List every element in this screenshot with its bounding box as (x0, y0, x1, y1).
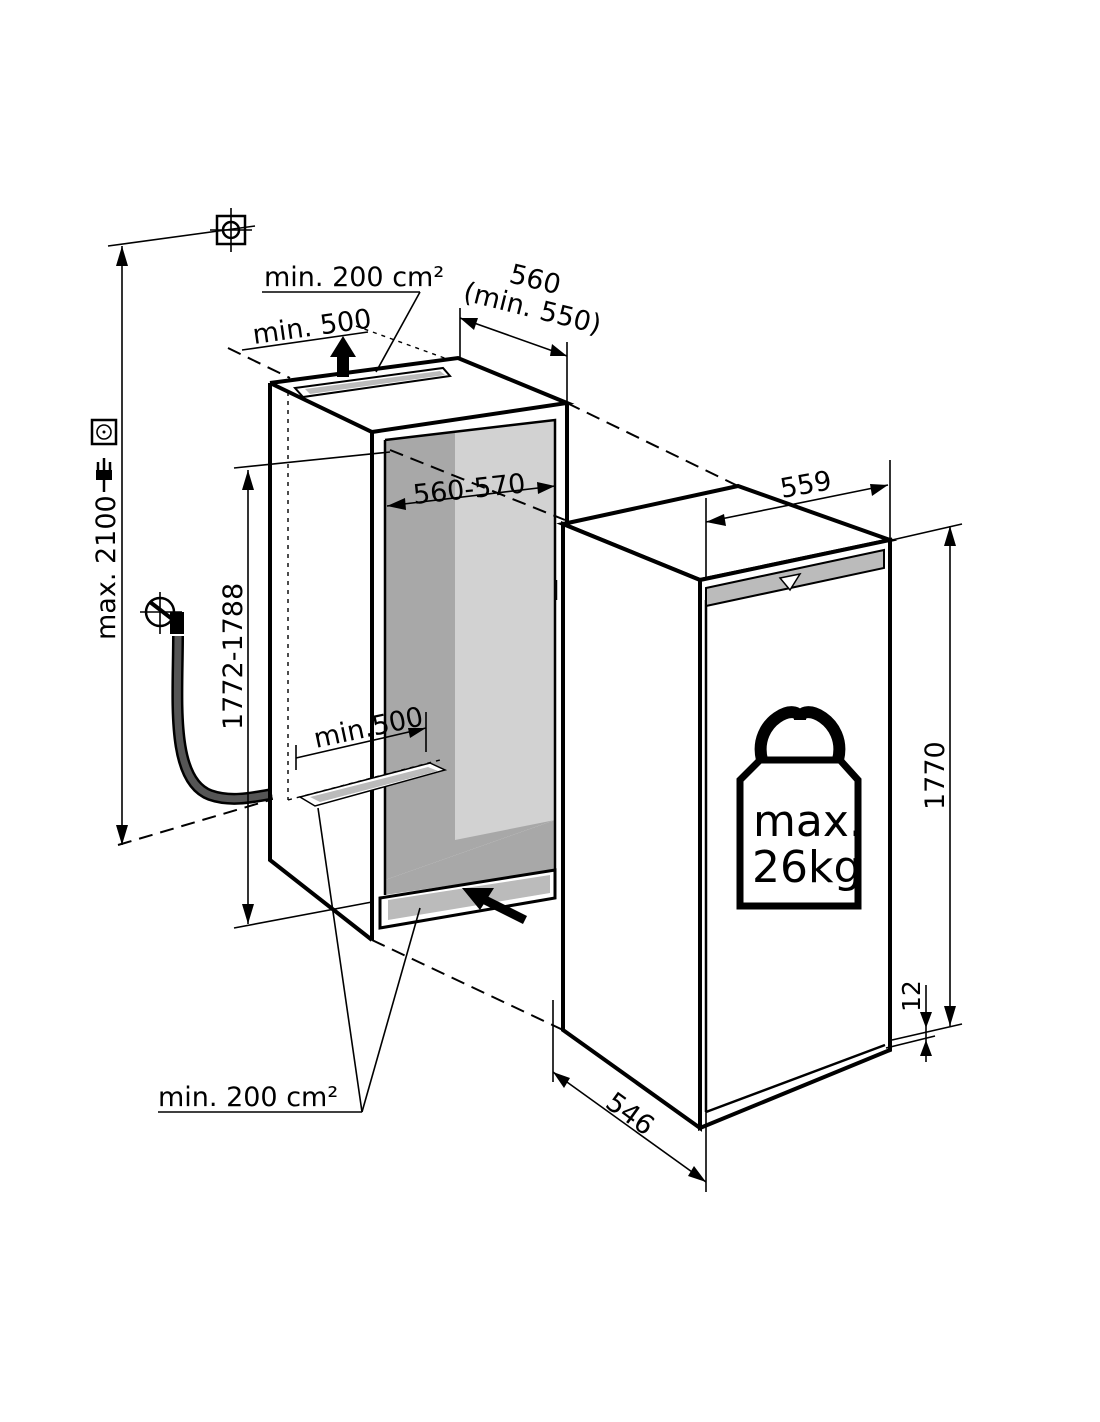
max-height-label: max. 2100 (91, 495, 122, 640)
weight-line1-label: max. (753, 796, 863, 847)
power-plug-icon (96, 458, 112, 492)
niche-depth-dimension: 560 (min. 550) (459, 259, 604, 403)
appliance-width-label: 559 (778, 465, 834, 504)
vent-top-depth-label: min. 500 (251, 304, 374, 351)
niche-height-dimension: 1772-1788 (218, 451, 391, 929)
vent-bottom-area-callout: min. 200 cm² (158, 807, 421, 1113)
plinth-offset-label: 12 (897, 980, 926, 1012)
niche-width-dimension: 560-570 (386, 468, 556, 511)
max-height-dimension: max. 2100 (91, 246, 271, 846)
vent-top-area-label: min. 200 cm² (264, 262, 444, 293)
appliance-height-label: 1770 (920, 741, 951, 810)
appliance-width-dimension: 559 (705, 460, 891, 578)
vent-bottom-area-label: min. 200 cm² (158, 1082, 338, 1113)
wall-anchor-icon (107, 208, 256, 252)
power-socket-icon (90, 418, 118, 446)
niche-height-label: 1772-1788 (218, 583, 249, 730)
weight-line2-label: 26kg (752, 842, 861, 893)
appliance-height-dimension: 1770 (891, 523, 963, 1041)
vent-top-area-callout: min. 200 cm² (262, 262, 444, 373)
plinth-offset-dimension: 12 (885, 980, 936, 1062)
vent-up-arrow-icon (330, 336, 356, 377)
niche-cabinet (268, 355, 575, 942)
vent-in-arrow-icon (462, 888, 528, 925)
weight-icon: max. 26kg (736, 706, 863, 910)
